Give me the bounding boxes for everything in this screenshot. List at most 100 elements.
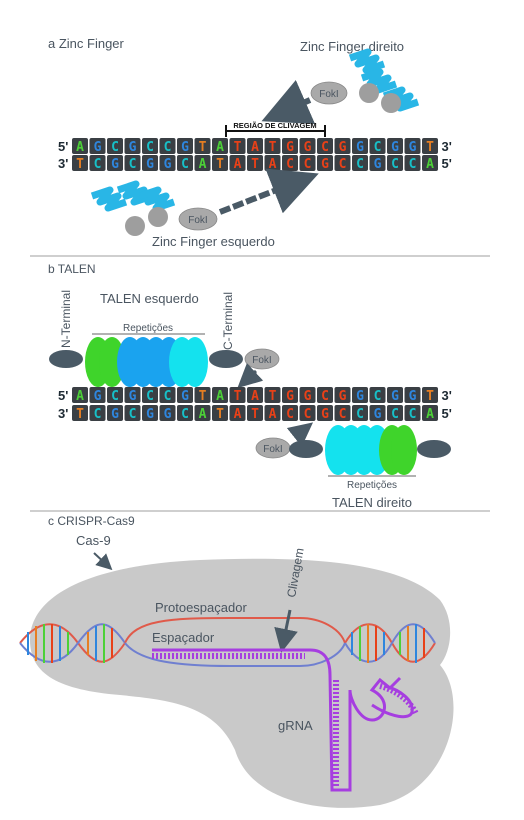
a-top-tile — [194, 138, 211, 154]
cas9-protein — [30, 558, 454, 808]
a-top-right-end: 3' — [442, 139, 452, 154]
talen-right-protein — [289, 425, 451, 475]
a-bottom-tile — [352, 155, 368, 171]
b-top-tile — [247, 387, 263, 403]
a-bottom-tile — [142, 155, 158, 171]
a-top-tile — [404, 138, 421, 154]
b-bottom-base: C — [94, 407, 102, 422]
panel-a-title: a Zinc Finger — [48, 36, 125, 51]
a-top-tile — [264, 138, 281, 154]
b-top-tile — [89, 387, 106, 403]
a-top-base: A — [251, 140, 259, 155]
a-bottom-base: C — [356, 157, 364, 172]
a-top-tile — [352, 138, 368, 154]
a-top-base: T — [199, 140, 207, 155]
a-top-tile — [107, 138, 123, 154]
b-top-tile — [142, 387, 158, 403]
b-top-base: C — [164, 389, 172, 404]
b-top-left-end: 5' — [58, 388, 68, 403]
b-bottom-base: G — [321, 407, 329, 422]
a-bottom-base: C — [409, 157, 417, 172]
b-top-base: C — [374, 389, 382, 404]
b-bottom-tile — [352, 405, 368, 421]
b-top-base: T — [199, 389, 207, 404]
a-bottom-base: A — [269, 157, 277, 172]
grna-label: gRNA — [278, 718, 313, 733]
b-top-base: A — [76, 389, 84, 404]
a-bottom-tile — [229, 155, 246, 171]
a-bottom-base: A — [199, 157, 207, 172]
a-top-base: A — [76, 140, 84, 155]
b-bottom-base: C — [356, 407, 364, 422]
a-bottom-base: T — [216, 157, 224, 172]
b-bottom-base: T — [251, 407, 259, 422]
b-top-base: G — [409, 389, 417, 404]
a-top-base: T — [426, 140, 434, 155]
a-bottom-base: G — [146, 157, 154, 172]
zinc-finger-left-protein — [90, 180, 176, 236]
b-bottom-base: C — [181, 407, 189, 422]
b-top-tile — [422, 387, 438, 403]
b-top-base: G — [339, 389, 347, 404]
a-top-tile — [387, 138, 403, 154]
a-bottom-base: C — [304, 157, 312, 172]
foki-right: FokI — [310, 81, 348, 105]
b-bottom-tile — [282, 405, 298, 421]
b-top-base: A — [251, 389, 259, 404]
a-top-base: G — [339, 140, 347, 155]
b-bottom-left-end: 3' — [58, 406, 68, 421]
a-bottom-tile — [107, 155, 123, 171]
a-bottom-left-end: 3' — [58, 156, 68, 171]
b-bottom-tile — [212, 405, 228, 421]
b-bottom-tile — [387, 405, 403, 421]
a-bottom-tile — [317, 155, 333, 171]
a-top-base: T — [234, 140, 242, 155]
b-bottom-tile — [142, 405, 158, 421]
a-top-base: C — [374, 140, 382, 155]
b-top-tile — [229, 387, 246, 403]
talen-right-label: TALEN direito — [332, 495, 412, 510]
b-bottom-base: C — [286, 407, 294, 422]
b-bottom-tile — [124, 405, 141, 421]
b-top-base: T — [426, 389, 434, 404]
a-bottom-right-end: 5' — [442, 156, 452, 171]
a-top-tile — [89, 138, 106, 154]
b-top-tile — [369, 387, 386, 403]
a-top-tile — [142, 138, 158, 154]
a-bottom-tile — [159, 155, 176, 171]
a-top-base: G — [286, 140, 294, 155]
a-bottom-tile — [422, 155, 438, 171]
b-bottom-base: G — [146, 407, 154, 422]
a-top-base: C — [111, 140, 119, 155]
a-bottom-base: G — [321, 157, 329, 172]
b-top-base: C — [321, 389, 329, 404]
a-top-tile — [212, 138, 228, 154]
a-bottom-tile — [282, 155, 298, 171]
b-bottom-right-end: 5' — [442, 406, 452, 421]
a-top-base: T — [269, 140, 277, 155]
b-bottom-tile — [404, 405, 421, 421]
foki-left: FokI — [178, 207, 218, 231]
b-top-base: G — [356, 389, 364, 404]
cleavage-region-label: REGIÃO DE CLIVAGEM — [233, 121, 316, 130]
a-bottom-base: G — [164, 157, 172, 172]
b-bottom-tile — [247, 405, 263, 421]
protospacer-label: Protoespaçador — [155, 600, 247, 615]
panel-c-title: c CRISPR-Cas9 — [48, 514, 135, 528]
a-bottom-tile — [387, 155, 403, 171]
b-top-base: G — [304, 389, 312, 404]
a-top-tile — [159, 138, 176, 154]
a-top-left-end: 5' — [58, 139, 68, 154]
spacer-label: Espaçador — [152, 630, 215, 645]
a-bottom-tile — [264, 155, 281, 171]
b-top-right-end: 3' — [442, 388, 452, 403]
repeats-right-label: Repetições — [347, 480, 397, 491]
grna — [152, 648, 419, 792]
b-bottom-tile — [334, 405, 351, 421]
a-bottom-base: A — [426, 157, 434, 172]
a-bottom-tile — [177, 155, 193, 171]
a-bottom-base: C — [181, 157, 189, 172]
b-top-tile — [404, 387, 421, 403]
b-bottom-tile — [264, 405, 281, 421]
